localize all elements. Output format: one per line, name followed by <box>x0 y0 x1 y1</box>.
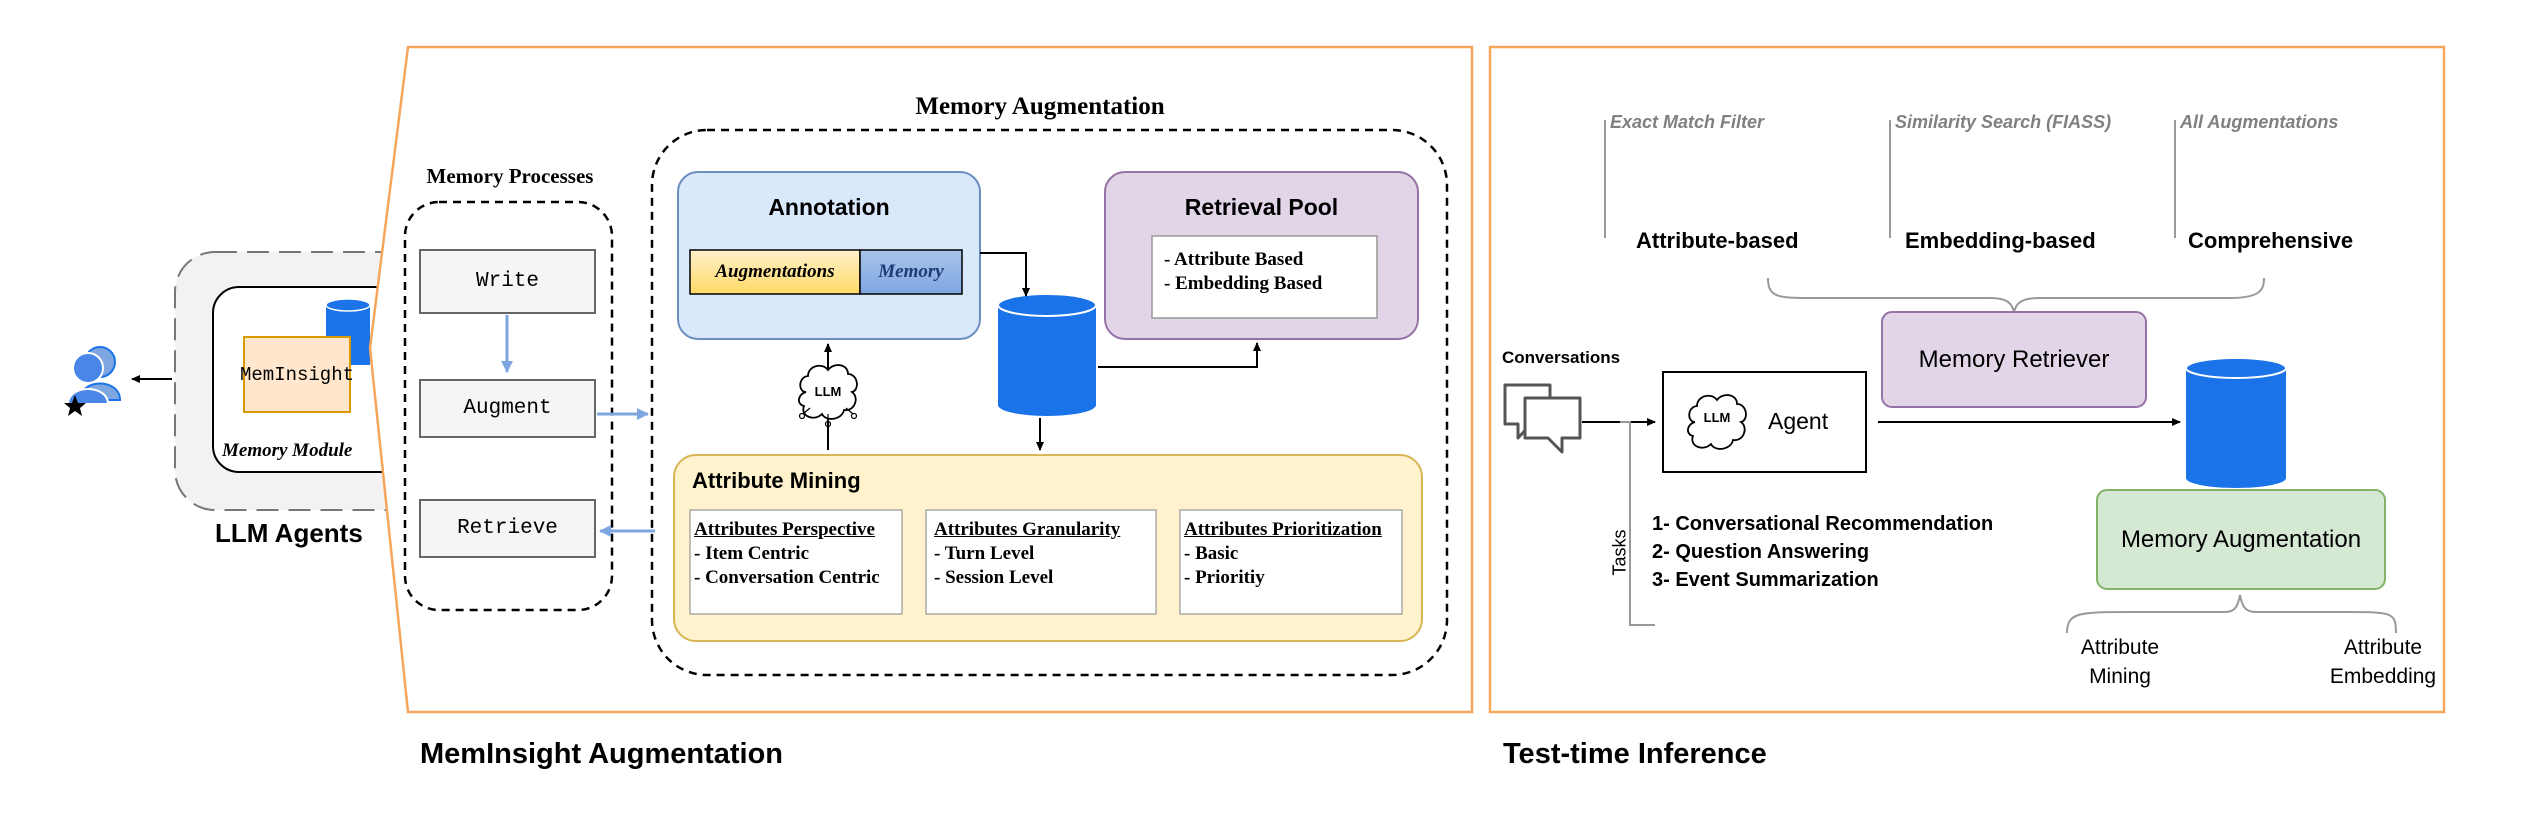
prioritization-box <box>1179 509 1403 615</box>
perspective-item: - Item Centric <box>694 543 810 564</box>
retrieve-box <box>419 499 596 558</box>
attribute-mining-line: Mining <box>2089 665 2151 688</box>
perspective-list: Attributes Perspective - Item Centric - … <box>694 518 904 590</box>
central-database-icon <box>997 293 1097 416</box>
attribute-mining-label: Attribute Mining <box>2060 633 2180 691</box>
conversations-label: Conversations <box>1502 348 1621 367</box>
filter-label-1: Exact Match Filter <box>1610 112 1765 132</box>
augment-box <box>419 379 596 438</box>
section-title-left: MemInsight Augmentation <box>420 738 784 770</box>
annotation-title: Annotation <box>768 193 890 220</box>
memory-module-label: Memory Module <box>222 440 353 461</box>
retrieval-pool-item: - Attribute Based <box>1164 249 1304 270</box>
retrieval-pool-list <box>1151 235 1378 319</box>
tag-augmentations <box>689 249 861 295</box>
tasks-label: Tasks <box>1609 529 1630 576</box>
task-item: 1- Conversational Recommendation <box>1652 513 1994 535</box>
attribute-mining-line: Attribute <box>2080 636 2160 659</box>
arrow-annotation-db <box>980 252 1030 297</box>
retrieve-button[interactable]: Retrieve <box>457 517 558 540</box>
granularity-list: Attributes Granularity - Turn Level - Se… <box>934 518 1154 590</box>
write-button[interactable]: Write <box>475 270 539 293</box>
section-title-right: Test-time Inference <box>1503 738 1767 770</box>
meminsight-label: MemInsight <box>239 363 355 386</box>
filter-label-2: Similarity Search (FIASS) <box>1895 112 2112 132</box>
arrow-db-pool <box>1098 342 1261 368</box>
write-box <box>419 249 596 314</box>
memory-augmentation-green-label: Memory Augmentation <box>2120 525 2362 553</box>
tag-memory <box>859 249 963 295</box>
tag-augmentations-label: Augmentations <box>715 261 835 282</box>
method-comprehensive: Comprehensive <box>2188 228 2354 253</box>
attribute-embedding-line: Embedding <box>2329 665 2437 688</box>
perspective-title: Attributes Perspective <box>694 519 875 540</box>
memaug-brace <box>2066 594 2397 634</box>
conversations-chat-icon <box>1503 383 1582 454</box>
perspective-item: - Conversation Centric <box>694 567 880 588</box>
granularity-box <box>925 509 1157 615</box>
granularity-item: - Turn Level <box>934 543 1035 564</box>
llm-label-left: LLM <box>814 384 842 399</box>
llm-label-agent: LLM <box>1703 410 1731 425</box>
tasks-list: 1- Conversational Recommendation 2- Ques… <box>1652 510 2052 594</box>
task-item: 3- Event Summarization <box>1652 569 1879 591</box>
method-embedding-based: Embedding-based <box>1905 228 2096 253</box>
memory-retriever-label: Memory Retriever <box>1918 345 2110 373</box>
memory-processes-title: Memory Processes <box>426 163 594 188</box>
granularity-item: - Session Level <box>934 567 1054 588</box>
memory-augmentation-title: Memory Augmentation <box>915 93 1165 120</box>
attribute-mining-title: Attribute Mining <box>692 468 861 493</box>
llm-agents-title: LLM Agents <box>215 518 363 548</box>
attribute-embedding-line: Attribute <box>2343 636 2423 659</box>
perspective-box <box>689 509 903 615</box>
task-item: 2- Question Answering <box>1652 541 1870 563</box>
method-attribute-based: Attribute-based <box>1636 228 1799 253</box>
granularity-title: Attributes Granularity <box>934 519 1121 540</box>
memory-augmentation-box <box>650 128 1449 677</box>
retrieval-pool-title: Retrieval Pool <box>1184 193 1339 220</box>
memory-augmentation-green-box <box>2096 489 2386 590</box>
prioritization-title: Attributes Prioritization <box>1184 519 1382 540</box>
tag-memory-label: Memory <box>878 261 944 282</box>
llm-brain-icon-left <box>798 364 858 428</box>
agent-label: Agent <box>1768 408 1829 434</box>
retrieval-pool-item: - Embedding Based <box>1164 273 1323 294</box>
prioritization-item: - Basic <box>1184 543 1239 564</box>
attribute-embedding-label: Attribute Embedding <box>2318 633 2448 691</box>
retrieval-pool-items: - Attribute Based - Embedding Based <box>1164 248 1374 296</box>
llm-brain-icon-agent <box>1687 394 1747 450</box>
filter-label-3: All Augmentations <box>2180 112 2339 132</box>
inference-database-icon <box>2185 357 2287 488</box>
prioritization-list: Attributes Prioritization - Basic - Prio… <box>1184 518 1404 590</box>
user-group-icon <box>64 346 122 416</box>
prioritization-item: - Prioritiy <box>1184 567 1265 588</box>
memory-retriever-box <box>1881 311 2147 408</box>
augment-button[interactable]: Augment <box>463 397 552 420</box>
meminsight-box <box>243 336 351 413</box>
